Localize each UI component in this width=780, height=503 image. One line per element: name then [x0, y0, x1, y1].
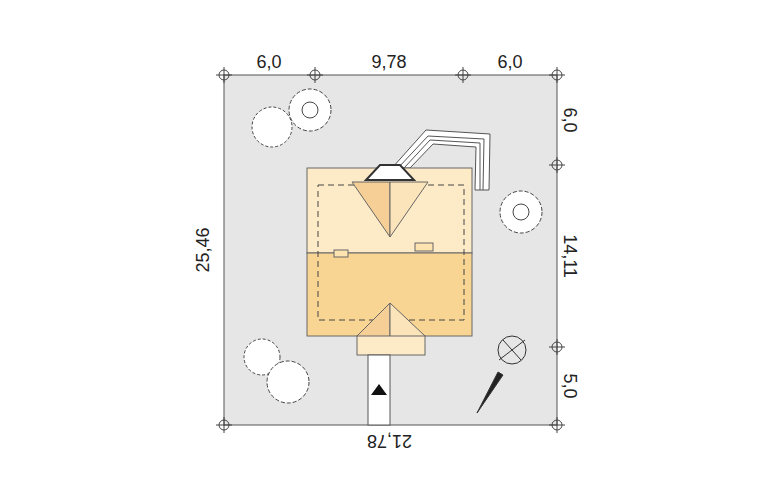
- driveway: [368, 355, 390, 425]
- dimension-label: 21,78: [364, 431, 415, 451]
- dimension-label: 6,0: [494, 52, 525, 72]
- north-arrow: [477, 336, 526, 413]
- dimension-label: 6,0: [253, 52, 284, 72]
- dimension-label: 9,78: [368, 52, 409, 72]
- house: [307, 165, 472, 355]
- trees: [244, 89, 542, 403]
- dimension-label: 5,0: [560, 370, 580, 401]
- plot: [224, 75, 557, 425]
- dimension-label: 14,11: [560, 231, 580, 281]
- dimension-label: 25,46: [193, 224, 213, 275]
- dimension-label: 6,0: [560, 104, 580, 135]
- dimension-ticks: [216, 67, 565, 433]
